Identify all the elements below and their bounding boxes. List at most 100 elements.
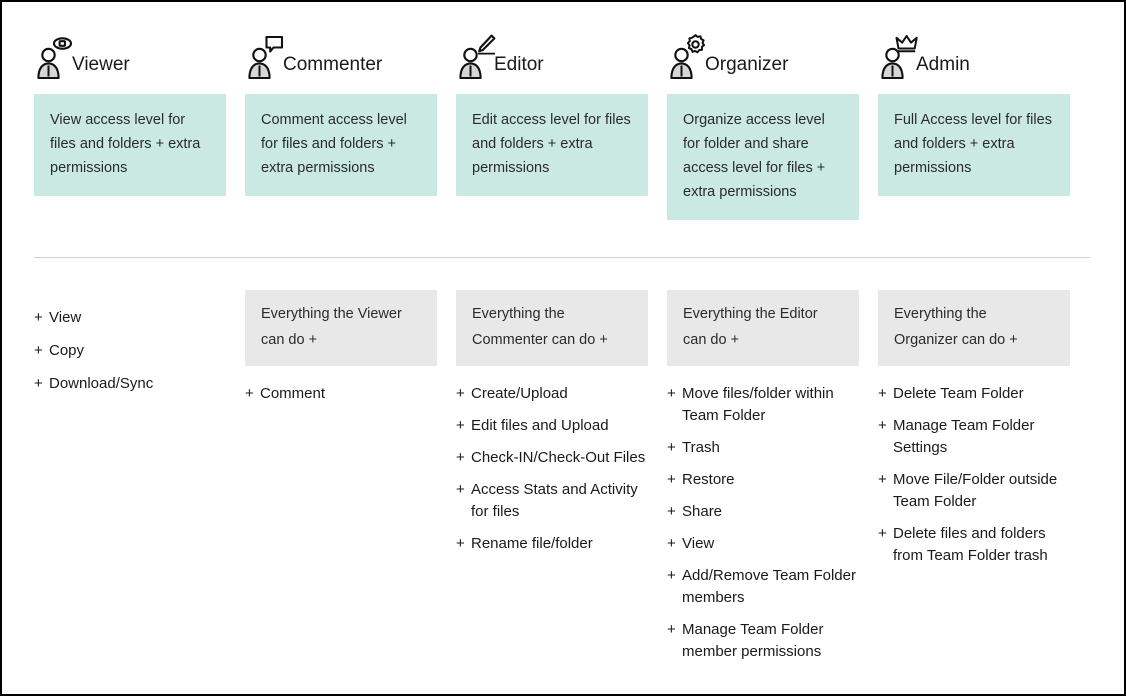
list-item: + Share bbox=[667, 501, 859, 523]
list-item: + Download/Sync bbox=[34, 373, 226, 395]
plus-icon: + bbox=[667, 471, 676, 488]
plus-icon: + bbox=[878, 525, 887, 542]
permission-label: Move files/folder within Team Folder bbox=[682, 385, 834, 424]
role-description-organizer: Organize access level for folder and sha… bbox=[667, 94, 859, 220]
list-item: + Delete Team Folder bbox=[878, 383, 1070, 405]
plus-icon: + bbox=[878, 385, 887, 402]
role-column-viewer: Viewer View access level for files and f… bbox=[34, 32, 226, 196]
permission-label: Trash bbox=[682, 439, 720, 456]
permission-label: View bbox=[682, 535, 715, 552]
role-name-admin: Admin bbox=[916, 54, 970, 75]
role-column-commenter: Commenter Comment access level for files… bbox=[245, 32, 437, 196]
permission-label: Manage Team Folder Settings bbox=[893, 417, 1035, 456]
role-description-commenter: Comment access level for files and folde… bbox=[245, 94, 437, 196]
plus-icon: + bbox=[34, 375, 43, 392]
permission-label: Copy bbox=[49, 342, 85, 359]
list-item: + Add/Remove Team Folder members bbox=[667, 565, 859, 609]
plus-icon: + bbox=[667, 503, 676, 520]
role-description-viewer: View access level for files and folders … bbox=[34, 94, 226, 196]
inherit-spacer-viewer bbox=[34, 290, 226, 307]
list-item: + Manage Team Folder member permissions bbox=[667, 619, 859, 663]
permission-label: Move File/Folder outside Team Folder bbox=[893, 471, 1058, 510]
inherit-note-commenter: Everything the Viewer can do + bbox=[245, 290, 437, 366]
list-item: + Trash bbox=[667, 437, 859, 459]
section-divider bbox=[34, 257, 1090, 258]
permission-label: Rename file/folder bbox=[471, 535, 593, 552]
plus-icon: + bbox=[456, 481, 465, 498]
role-description-editor: Edit access level for files and folders … bbox=[456, 94, 648, 196]
plus-icon: + bbox=[245, 385, 254, 402]
list-item: + Delete files and folders from Team Fol… bbox=[878, 523, 1070, 567]
plus-icon: + bbox=[456, 417, 465, 434]
permission-column-viewer: + View + Copy + Download/Sync bbox=[34, 290, 226, 406]
permission-label: Add/Remove Team Folder members bbox=[682, 567, 856, 606]
permission-label: Download/Sync bbox=[49, 375, 154, 392]
role-header-organizer: Organizer bbox=[667, 32, 859, 80]
list-item: + Restore bbox=[667, 469, 859, 491]
list-item: + View bbox=[34, 307, 226, 329]
plus-icon: + bbox=[667, 385, 676, 402]
plus-icon: + bbox=[667, 567, 676, 584]
permission-label: Delete files and folders from Team Folde… bbox=[893, 525, 1048, 564]
permission-list-admin: + Delete Team Folder + Manage Team Folde… bbox=[878, 383, 1070, 577]
plus-icon: + bbox=[34, 309, 43, 326]
permission-label: Comment bbox=[260, 385, 326, 402]
list-item: + View bbox=[667, 533, 859, 555]
list-item: + Copy bbox=[34, 340, 226, 362]
plus-icon: + bbox=[667, 439, 676, 456]
user-crown-icon bbox=[878, 34, 918, 80]
role-name-organizer: Organizer bbox=[705, 54, 789, 75]
permission-label: Access Stats and Activity for files bbox=[471, 481, 638, 520]
role-name-viewer: Viewer bbox=[72, 54, 130, 75]
permission-column-admin: Everything the Organizer can do + + Dele… bbox=[878, 290, 1070, 577]
list-item: + Access Stats and Activity for files bbox=[456, 479, 648, 523]
user-pencil-icon bbox=[456, 34, 496, 80]
list-item: + Edit files and Upload bbox=[456, 415, 648, 437]
plus-icon: + bbox=[456, 535, 465, 552]
inherit-note-editor: Everything the Commenter can do + bbox=[456, 290, 648, 366]
role-header-viewer: Viewer bbox=[34, 32, 226, 80]
role-header-row: Viewer View access level for files and f… bbox=[34, 32, 1090, 220]
list-item: + Create/Upload bbox=[456, 383, 648, 405]
permission-label: Share bbox=[682, 503, 723, 520]
permission-label: Manage Team Folder member permissions bbox=[682, 621, 824, 660]
inherit-note-organizer: Everything the Editor can do + bbox=[667, 290, 859, 366]
role-name-editor: Editor bbox=[494, 54, 544, 75]
list-item: + Rename file/folder bbox=[456, 533, 648, 555]
plus-icon: + bbox=[878, 471, 887, 488]
role-column-admin: Admin Full Access level for files and fo… bbox=[878, 32, 1070, 196]
list-item: + Check-IN/Check-Out Files bbox=[456, 447, 648, 469]
permission-label: Check-IN/Check-Out Files bbox=[471, 449, 646, 466]
permission-label: View bbox=[49, 309, 82, 326]
plus-icon: + bbox=[667, 535, 676, 552]
permission-list-row: + View + Copy + Download/Sync Everything… bbox=[34, 290, 1090, 673]
role-name-commenter: Commenter bbox=[283, 54, 383, 75]
permission-column-commenter: Everything the Viewer can do + + Comment bbox=[245, 290, 437, 415]
list-item: + Move File/Folder outside Team Folder bbox=[878, 469, 1070, 513]
role-column-organizer: Organizer Organize access level for fold… bbox=[667, 32, 859, 220]
inherit-note-admin: Everything the Organizer can do + bbox=[878, 290, 1070, 366]
list-item: + Comment bbox=[245, 383, 437, 405]
role-header-admin: Admin bbox=[878, 32, 1070, 80]
permission-label: Restore bbox=[682, 471, 735, 488]
list-item: + Manage Team Folder Settings bbox=[878, 415, 1070, 459]
permission-list-viewer: + View + Copy + Download/Sync bbox=[34, 307, 226, 406]
role-column-editor: Editor Edit access level for files and f… bbox=[456, 32, 648, 196]
permission-column-editor: Everything the Commenter can do + + Crea… bbox=[456, 290, 648, 565]
role-header-editor: Editor bbox=[456, 32, 648, 80]
role-header-commenter: Commenter bbox=[245, 32, 437, 80]
plus-icon: + bbox=[667, 621, 676, 638]
list-item: + Move files/folder within Team Folder bbox=[667, 383, 859, 427]
permission-column-organizer: Everything the Editor can do + + Move fi… bbox=[667, 290, 859, 673]
permission-label: Delete Team Folder bbox=[893, 385, 1024, 402]
permission-list-organizer: + Move files/folder within Team Folder +… bbox=[667, 383, 859, 673]
plus-icon: + bbox=[878, 417, 887, 434]
permission-list-editor: + Create/Upload + Edit files and Upload … bbox=[456, 383, 648, 565]
permission-label: Edit files and Upload bbox=[471, 417, 609, 434]
plus-icon: + bbox=[456, 449, 465, 466]
permission-list-commenter: + Comment bbox=[245, 383, 437, 415]
user-eye-icon bbox=[34, 34, 74, 80]
user-comment-icon bbox=[245, 34, 285, 80]
